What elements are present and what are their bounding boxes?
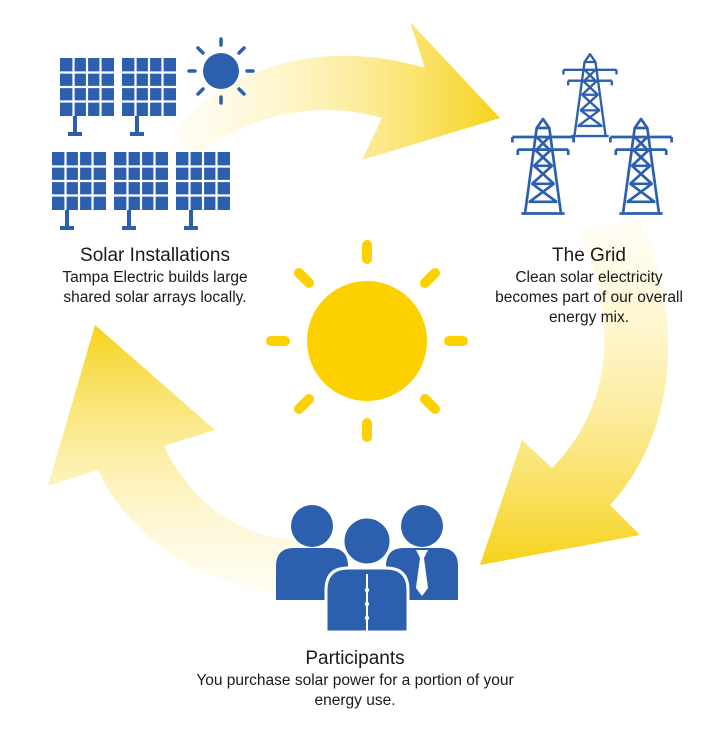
participants-label: Participants You purchase solar power fo… [185, 647, 525, 711]
grid-title: The Grid [552, 245, 626, 266]
arrow-grid-to-participants [480, 220, 669, 565]
solar-installations-description: Tampa Electric builds large shared solar… [62, 269, 248, 306]
solar-installations-label: Solar Installations Tampa Electric build… [40, 244, 270, 308]
people-group-icon [276, 505, 458, 634]
participants-title: Participants [305, 648, 405, 669]
participants-description: You purchase solar power for a portion o… [196, 672, 514, 709]
small-sun-icon [187, 37, 255, 105]
arrow-participants-to-solar [48, 325, 300, 595]
grid-label: The Grid Clean solar electricity becomes… [486, 244, 692, 328]
solar-installations-title: Solar Installations [80, 245, 230, 266]
transmission-tower-icon [511, 53, 673, 215]
arrow-solar-to-grid [175, 22, 500, 160]
sun-icon [266, 240, 468, 442]
grid-description: Clean solar electricity becomes part of … [495, 269, 683, 326]
